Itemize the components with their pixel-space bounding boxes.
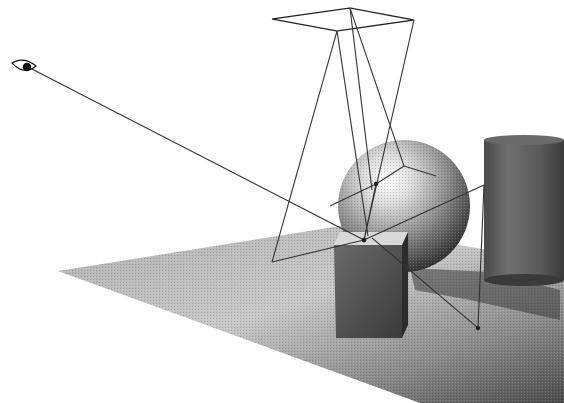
eye-icon (11, 59, 37, 72)
cube (334, 232, 408, 338)
rays (27, 7, 485, 329)
cylinder (484, 135, 564, 286)
area-light (271, 7, 415, 32)
ray-markers (361, 181, 481, 331)
